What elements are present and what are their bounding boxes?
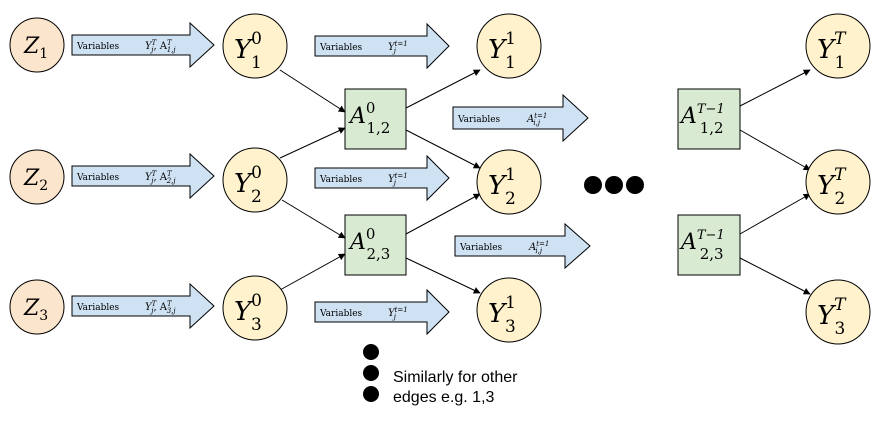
svg-text:Yt=1j: Yt=1j (388, 306, 408, 321)
svg-text:Y13: Y13 (488, 293, 516, 337)
svg-text:YT1: YT1 (817, 29, 847, 73)
edge-y20-a120 (279, 127, 346, 159)
svg-text:Variables: Variables (319, 43, 363, 53)
edge-a120-y21 (405, 129, 481, 169)
ellipsis-dot (363, 386, 379, 402)
edge-y10-a120 (279, 69, 346, 113)
edge-a23T-y2T (739, 193, 811, 235)
edge-a230-y21 (405, 193, 481, 235)
edge-a23T-y3T (739, 257, 811, 295)
edge-a120-y11 (405, 69, 481, 109)
svg-text:A02,3: A02,3 (348, 225, 390, 263)
svg-text:Variables: Variables (319, 175, 363, 185)
svg-text:Z3: Z3 (23, 296, 48, 324)
svg-text:Y11: Y11 (488, 29, 516, 73)
svg-text:Z1: Z1 (23, 34, 48, 62)
ellipsis-dot (363, 344, 379, 360)
svg-text:Variables: Variables (76, 173, 120, 183)
edge-y20-a230 (281, 199, 346, 239)
svg-text:Variables: Variables (76, 42, 120, 52)
svg-text:Yt=1j: Yt=1j (388, 172, 408, 187)
svg-text:Yt=1j: Yt=1j (388, 40, 408, 55)
svg-text:Variables: Variables (319, 309, 363, 319)
svg-text:YTj, AT1,j: YTj, AT1,j (145, 39, 176, 54)
svg-text:Variables: Variables (457, 115, 501, 125)
svg-text:Y03: Y03 (234, 291, 262, 335)
node-z3: Z3 (9, 279, 65, 335)
node-z2: Z2 (9, 149, 65, 205)
edge-a230-y31 (405, 257, 481, 294)
svg-text:Z2: Z2 (23, 166, 48, 194)
svg-text:At=1i,j: At=1i,j (528, 240, 549, 255)
edge-y30-a230 (279, 253, 346, 291)
svg-text:AT−11,2: AT−11,2 (679, 102, 725, 137)
svg-text:Y01: Y01 (234, 29, 262, 73)
svg-text:Variables: Variables (76, 303, 120, 313)
ellipsis-dot (605, 176, 623, 194)
edge-a12T-y2T (739, 129, 811, 171)
horizontal-ellipsis (584, 176, 644, 194)
svg-text:AT−12,3: AT−12,3 (679, 228, 725, 263)
svg-text:A01,2: A01,2 (348, 99, 390, 137)
edges (279, 69, 811, 295)
svg-text:Y12: Y12 (488, 165, 516, 209)
svg-text:Variables: Variables (459, 243, 503, 253)
ellipsis-dot (363, 365, 379, 381)
svg-text:YT3: YT3 (817, 295, 847, 339)
vertical-ellipsis (363, 344, 379, 402)
ellipsis-dot (584, 176, 602, 194)
ellipsis-dot (626, 176, 644, 194)
node-z1: Z1 (9, 17, 65, 73)
edge-a12T-y1T (739, 69, 811, 107)
svg-text:YT2: YT2 (817, 165, 847, 209)
svg-text:At=1i,j: At=1i,j (526, 112, 547, 127)
note-text: Similarly for other edges e.g. 1,3 (393, 369, 518, 406)
svg-text:Y02: Y02 (234, 163, 262, 207)
svg-text:YTj, AT2,j: YTj, AT2,j (145, 170, 176, 185)
svg-text:YTj, AT3,j: YTj, AT3,j (145, 300, 176, 315)
